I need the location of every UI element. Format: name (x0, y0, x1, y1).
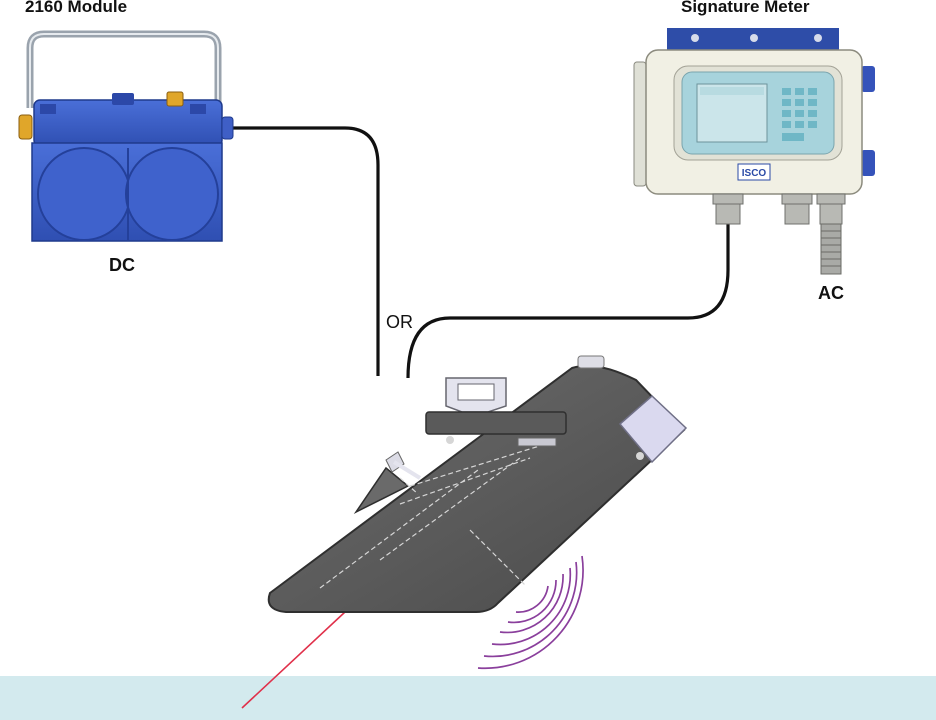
module-title: 2160 Module (25, 0, 128, 16)
meter-brand: ISCO (742, 168, 767, 179)
sonar-waves-icon (477, 555, 584, 670)
ac-label: AC (818, 283, 844, 303)
ac-meter-cable (406, 224, 730, 379)
flow-sensor-icon (267, 355, 688, 613)
or-label: OR (386, 312, 413, 332)
water-surface (0, 676, 936, 720)
meter-title: Signature Meter (681, 0, 810, 16)
dc-cable (230, 126, 380, 376)
laser-beam-icon (241, 611, 346, 709)
battery-module-icon (18, 30, 234, 242)
dc-label: DC (109, 255, 135, 275)
ac-conduit (820, 223, 842, 275)
signature-meter-icon: ISCO (633, 28, 875, 275)
